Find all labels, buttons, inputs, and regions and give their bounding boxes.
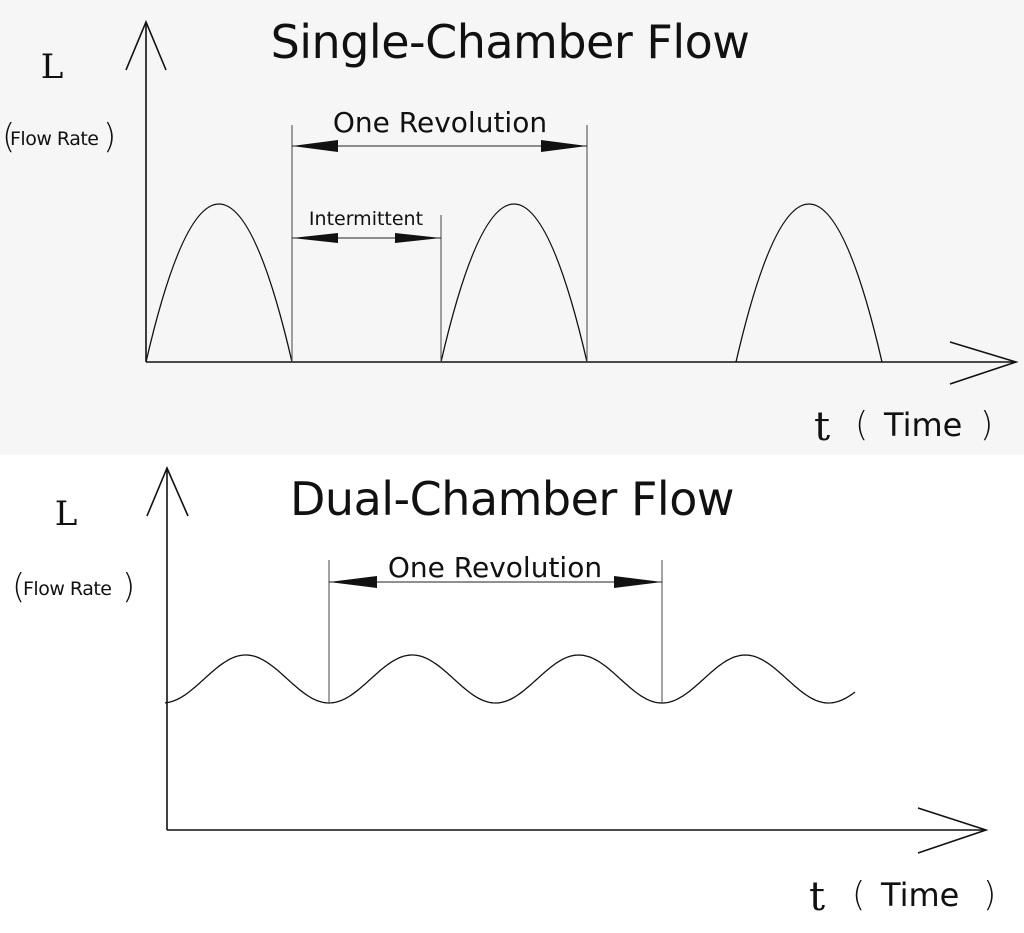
dual-flow-wave (164, 654, 856, 704)
dual-chamber-title: Dual-Chamber Flow (290, 472, 734, 526)
dual-y-axis-symbol: L (55, 494, 78, 534)
dual-chamber-panel: Dual-Chamber Flow L ( Flow Rate ) One Re… (0, 455, 1024, 933)
dual-y-axis-name: Flow Rate (23, 578, 111, 600)
dual-y-axis-open-paren: ( (12, 567, 25, 607)
dual-one-revolution-label: One Revolution (388, 551, 602, 584)
single-y-axis (125, 19, 167, 362)
single-chamber-title: Single-Chamber Flow (271, 15, 750, 69)
dual-chamber-background (0, 455, 1024, 933)
dual-x-axis-symbol: t (809, 874, 825, 920)
dual-y-axis (146, 465, 189, 830)
dual-x-axis-close-paren: ) (983, 875, 996, 915)
dual-one-revolution-span (329, 576, 662, 588)
single-intermittent-label: Intermittent (309, 208, 423, 230)
single-y-axis-open-paren: ( (2, 117, 15, 157)
single-one-revolution-label: One Revolution (333, 106, 547, 139)
dual-x-axis-open-paren: ( (852, 875, 865, 915)
single-chamber-panel: Single-Chamber Flow L ( Flow Rate ) One … (0, 0, 1024, 455)
single-y-axis-close-paren: ) (103, 117, 116, 157)
dual-x-axis-name: Time (880, 876, 959, 914)
dual-x-axis (167, 807, 989, 854)
single-pulse-2 (440, 203, 588, 363)
single-pulse-3 (735, 203, 883, 363)
single-y-axis-symbol: L (41, 47, 64, 87)
single-pulse-1 (145, 203, 293, 363)
single-y-axis-name: Flow Rate (10, 128, 98, 150)
single-x-axis (146, 341, 1019, 385)
dual-y-axis-close-paren: ) (122, 567, 135, 607)
single-one-revolution-span (292, 140, 587, 152)
single-chamber-background (0, 0, 1024, 455)
single-x-axis-open-paren: ( (855, 405, 868, 445)
single-x-axis-symbol: t (814, 404, 830, 450)
single-intermittent-span (292, 233, 441, 243)
single-x-axis-name: Time (883, 406, 962, 444)
single-x-axis-close-paren: ) (980, 405, 993, 445)
